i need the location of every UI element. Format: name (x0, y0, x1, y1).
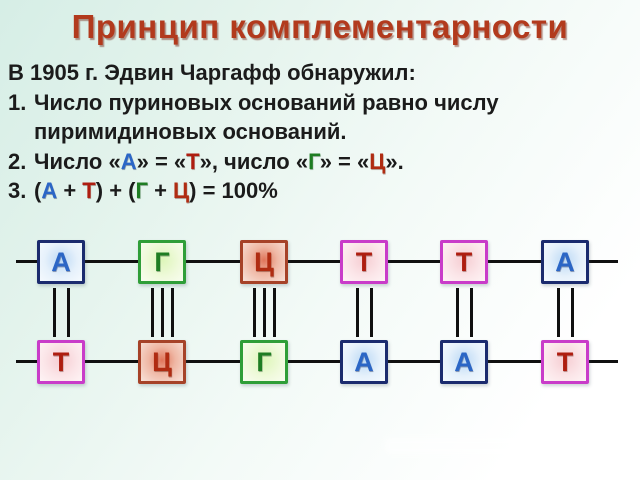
text-block: В 1905 г. Эдвин Чаргафф обнаружил: 1. Чи… (8, 58, 588, 206)
dna-backbone-bottom (16, 360, 618, 363)
hydrogen-bond-line (161, 288, 164, 337)
list-item-2: 2. Число «А» = «Т», число «Г» = «Ц». (8, 147, 588, 177)
base-box-top-5: Т (440, 240, 488, 284)
item-text: (А + Т) + (Г + Ц) = 100% (34, 176, 588, 206)
hydrogen-bond-line (456, 288, 459, 337)
hydrogen-bond-line (356, 288, 359, 337)
hydrogen-bond-line (171, 288, 174, 337)
base-letter: Г (154, 246, 170, 277)
base-letter: А (454, 346, 474, 377)
base-box-bottom-1: Т (37, 340, 85, 384)
base-box-bottom-6: Т (541, 340, 589, 384)
base-t-inline: Т (82, 178, 96, 203)
base-a-inline: А (41, 178, 58, 203)
text-segment: ) + ( (95, 178, 136, 203)
hydrogen-bond-line (470, 288, 473, 337)
hydrogen-bond-line (263, 288, 266, 337)
item-number: 1. (8, 89, 27, 115)
hydrogen-bond-line (67, 288, 70, 337)
base-t-inline: Т (186, 148, 200, 174)
base-letter: А (354, 346, 374, 377)
base-c-inline: Ц (369, 148, 386, 174)
base-box-bottom-4: А (340, 340, 388, 384)
dna-backbone-top (16, 260, 618, 263)
hydrogen-bond-line (253, 288, 256, 337)
base-g-inline: Г (308, 148, 320, 174)
text-segment: », число « (199, 148, 309, 174)
item-number: 2. (8, 148, 27, 174)
base-c-inline: Ц (173, 178, 190, 203)
text-segment: + (57, 178, 83, 203)
item-number: 3. (8, 178, 27, 203)
base-letter: Т (355, 246, 373, 277)
text-segment: + (147, 178, 174, 203)
hydrogen-bond-line (151, 288, 154, 337)
base-letter: Т (52, 346, 70, 377)
base-g-inline: Г (135, 178, 148, 203)
base-letter: Т (455, 246, 473, 277)
base-box-top-2: Г (138, 240, 186, 284)
base-letter: Т (556, 346, 574, 377)
base-letter: Ц (152, 346, 172, 377)
hydrogen-bond-line (571, 288, 574, 337)
text-segment: » = « (136, 148, 187, 174)
hydrogen-bond-line (273, 288, 276, 337)
base-box-top-6: А (541, 240, 589, 284)
text-segment: Число « (34, 148, 121, 174)
list-item-3: 3. (А + Т) + (Г + Ц) = 100% (8, 176, 588, 206)
hydrogen-bond-line (370, 288, 373, 337)
intro-line: В 1905 г. Эдвин Чаргафф обнаружил: (8, 60, 416, 85)
base-letter: Ц (254, 246, 274, 277)
base-letter: Г (256, 346, 272, 377)
base-letter: А (51, 246, 71, 277)
base-box-bottom-5: А (440, 340, 488, 384)
base-box-top-3: Ц (240, 240, 288, 284)
base-letter: А (555, 246, 575, 277)
base-a-inline: А (120, 148, 137, 174)
item-text: Число пуриновых оснований равно числу пи… (34, 89, 499, 145)
base-box-bottom-3: Г (240, 340, 288, 384)
item-text: Число «А» = «Т», число «Г» = «Ц». (34, 147, 588, 177)
watermark (385, 438, 570, 454)
base-box-bottom-2: Ц (138, 340, 186, 384)
text-segment: ( (34, 178, 42, 203)
text-segment: ». (385, 148, 404, 174)
base-box-top-4: Т (340, 240, 388, 284)
hydrogen-bond-line (53, 288, 56, 337)
page-title: Принцип комплементарности (71, 8, 569, 45)
hydrogen-bond-line (557, 288, 560, 337)
list-item-1: 1. Число пуриновых оснований равно числу… (8, 88, 588, 147)
base-box-top-1: А (37, 240, 85, 284)
text-segment: » = « (319, 148, 370, 174)
text-segment: ) = 100% (189, 178, 278, 203)
